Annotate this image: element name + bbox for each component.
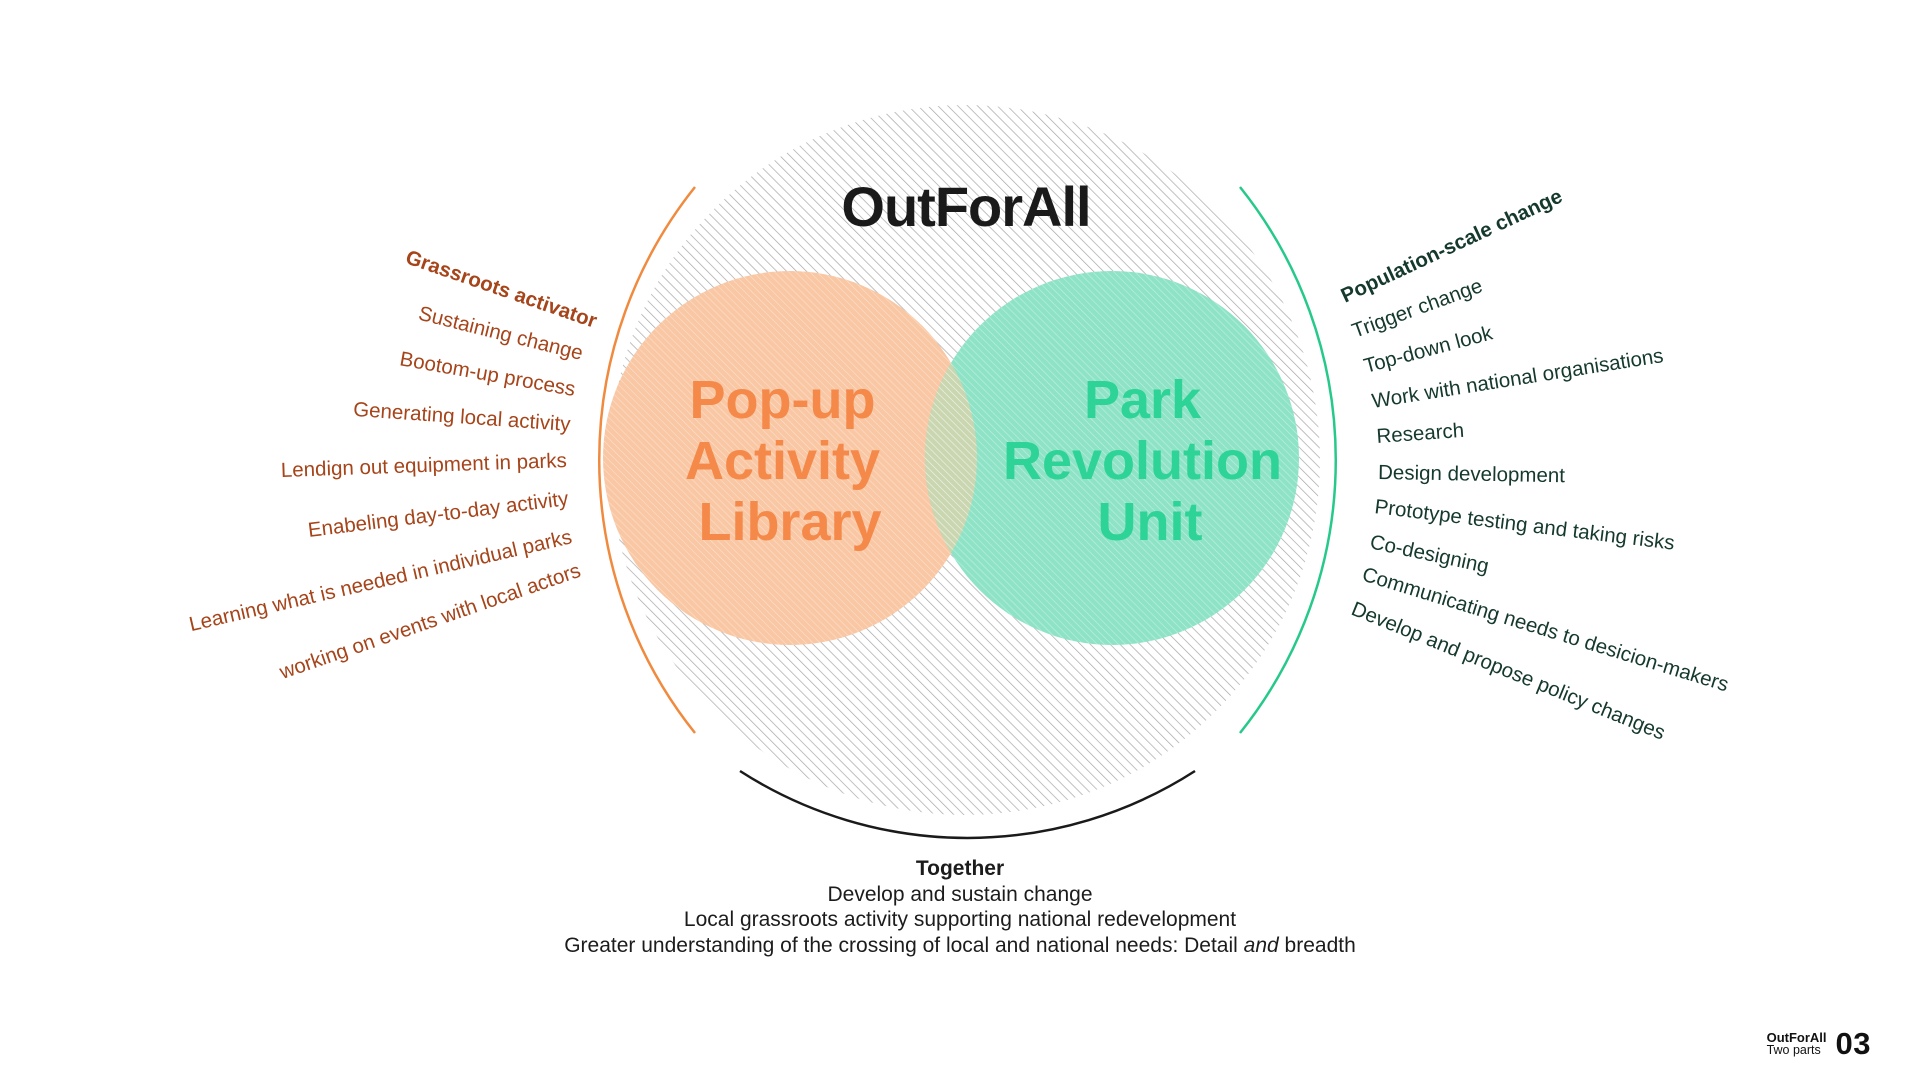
left-circle-label-line: Activity — [685, 431, 880, 491]
page-number: 03 — [1835, 1026, 1871, 1061]
footer: OutForAll Two parts 03 — [1767, 1026, 1871, 1062]
left-side-item: Lendign out equipment in parks — [280, 449, 567, 482]
together-line-text: breadth — [1278, 933, 1356, 957]
together-line-italic: and — [1243, 933, 1279, 957]
right-circle-label-line: Park — [1084, 370, 1202, 430]
together-section: Together Develop and sustain change Loca… — [460, 856, 1460, 958]
footer-title: OutForAll — [1766, 1030, 1827, 1045]
together-line-text: Greater understanding of the crossing of… — [564, 933, 1244, 957]
circle-hatch-overlay — [603, 271, 977, 645]
right-side-list: Population-scale change Trigger change T… — [1337, 185, 1731, 745]
together-heading: Together — [915, 857, 1005, 880]
bottom-arc — [739, 769, 1196, 840]
diagram-title: OutForAll — [841, 175, 1090, 238]
right-circle-label: Park Revolution Unit — [1003, 370, 1297, 552]
left-arc — [597, 186, 696, 734]
left-side-item: Generating local activity — [353, 398, 572, 436]
right-circle-label-line: Revolution — [1003, 431, 1282, 491]
together-line: Greater understanding of the crossing of… — [460, 933, 1460, 959]
left-circle-label-line: Pop-up — [690, 370, 876, 430]
footer-subtitle: Two parts — [1766, 1043, 1821, 1057]
right-side-item: Research — [1376, 419, 1465, 448]
together-line: Local grassroots activity supporting nat… — [683, 908, 1237, 931]
right-circle-label-line: Unit — [1098, 492, 1203, 552]
circle-hatch-overlay — [925, 271, 1299, 645]
together-line: Develop and sustain change — [827, 882, 1093, 906]
left-circle-label: Pop-up Activity Library — [685, 370, 895, 552]
left-circle-label-line: Library — [698, 492, 881, 552]
footer-text: OutForAll Two parts — [1767, 1031, 1827, 1057]
left-side-list: Grassroots activator Sustaining change B… — [187, 246, 600, 684]
right-arc — [1239, 186, 1338, 734]
right-side-item: Design development — [1378, 461, 1566, 487]
